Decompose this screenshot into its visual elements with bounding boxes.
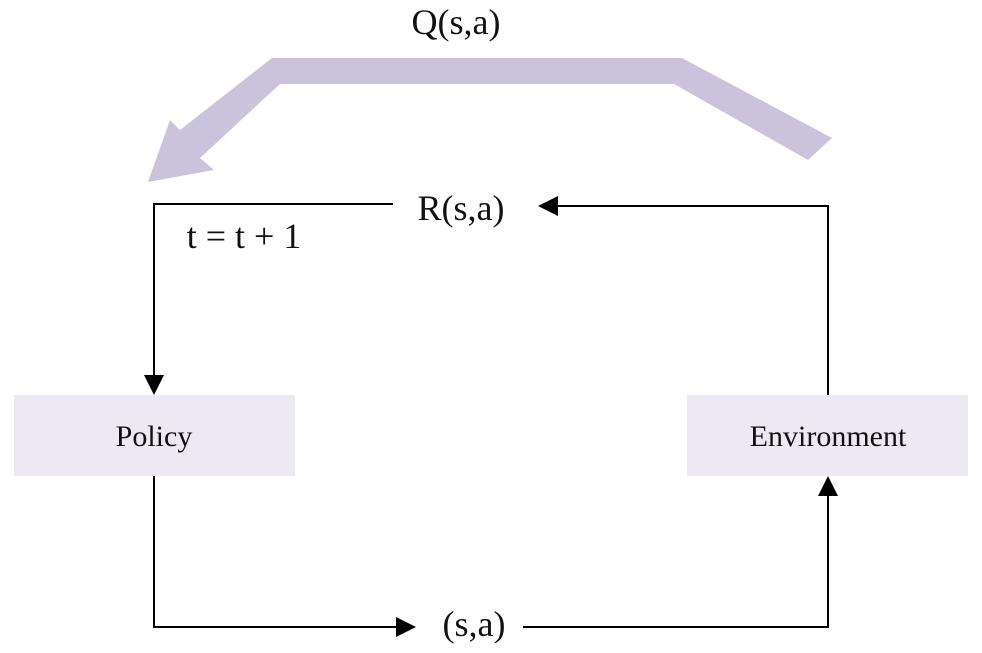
- q-value-label: Q(s,a): [412, 2, 501, 42]
- state-action-to-environment-line: [523, 476, 838, 628]
- environment-to-reward-line: [538, 196, 829, 395]
- policy-to-state-action-line: [153, 476, 416, 637]
- environment-label: Environment: [750, 420, 907, 453]
- environment-node: [687, 395, 968, 476]
- time-step-label: t = t + 1: [187, 216, 302, 256]
- q-value-feedback-arrow: [148, 58, 832, 182]
- state-action-label: (s,a): [443, 604, 506, 644]
- reward-to-policy-line: [144, 203, 393, 395]
- policy-node: [14, 395, 295, 476]
- policy-label: Policy: [116, 420, 193, 453]
- reward-label: R(s,a): [418, 188, 505, 228]
